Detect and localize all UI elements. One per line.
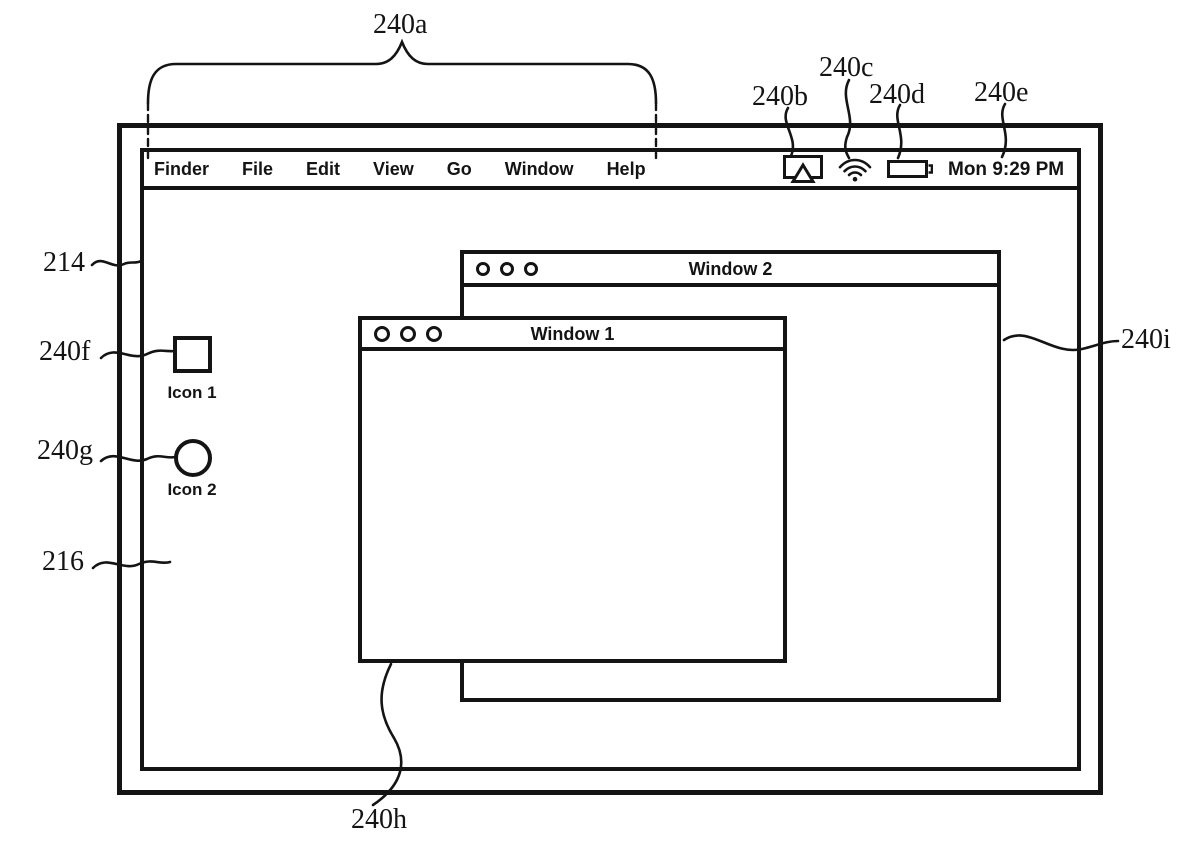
desktop-icon1-label: Icon 1 — [167, 383, 217, 402]
menu-item-edit: Edit — [306, 159, 341, 179]
menu-item-help: Help — [606, 159, 646, 179]
ref-label-240a: 240a — [373, 9, 428, 40]
battery-icon — [887, 160, 933, 178]
window-2-zoom-button — [524, 261, 538, 276]
menu-item-finder: Finder — [154, 159, 210, 179]
menu-bar: Finder File Edit View Go Window Help — [140, 148, 1081, 190]
ref-label-240d: 240d — [869, 79, 925, 110]
window-1-titlebar: Window 1 — [362, 320, 783, 351]
ref-label-240i: 240i — [1121, 324, 1171, 355]
desktop-icon1-square — [173, 336, 212, 373]
window-1-close-button — [374, 325, 390, 342]
window-1-minimize-button — [400, 325, 416, 342]
menubar-clock: Mon 9:29 PM — [948, 158, 1065, 180]
ref-label-240b: 240b — [752, 81, 808, 112]
ref-label-240c: 240c — [819, 52, 874, 83]
ref-label-240e: 240e — [974, 77, 1029, 108]
ref-label-216: 216 — [42, 546, 84, 577]
window-2-minimize-button — [500, 261, 514, 276]
window-2-title: Window 2 — [688, 258, 773, 279]
window-1-title: Window 1 — [530, 323, 615, 344]
menu-item-file: File — [242, 159, 274, 179]
ref-label-214: 214 — [43, 247, 85, 278]
brace-240a — [146, 38, 658, 105]
desktop-icon2-circle — [174, 439, 212, 477]
menubar-status-group: Mon 9:29 PM — [783, 152, 1064, 186]
window-2-titlebar: Window 2 — [464, 254, 997, 287]
menu-item-view: View — [373, 159, 414, 179]
ref-label-240h: 240h — [351, 804, 407, 835]
window-1-zoom-button — [426, 325, 442, 342]
ref-label-240g: 240g — [37, 435, 93, 466]
menu-item-go: Go — [446, 159, 472, 179]
ref-label-240f: 240f — [39, 336, 91, 367]
wifi-icon — [838, 158, 872, 182]
airplay-display-icon — [783, 155, 823, 183]
menu-item-group: Finder File Edit View Go Window Help — [154, 152, 646, 186]
desktop-icon2-label: Icon 2 — [167, 480, 217, 499]
menu-item-window: Window — [504, 159, 574, 179]
window-2-close-button — [476, 261, 490, 276]
window-1: Window 1 — [358, 316, 787, 663]
